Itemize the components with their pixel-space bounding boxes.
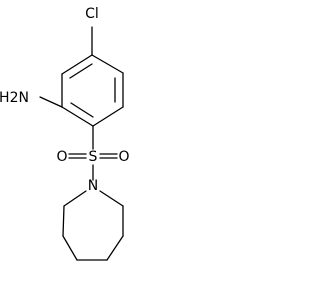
azepane-bond-2 (62, 205, 65, 237)
ring-bond-c4-c5 (92, 106, 124, 127)
ring-double-bond-bottom (70, 102, 94, 118)
oxygen-left-label: O (56, 149, 67, 165)
azepane-bond-5 (106, 235, 124, 261)
sulfur-label: S (89, 149, 98, 165)
azepane-bond-1 (63, 190, 87, 207)
ring-double-bond-top (69, 63, 93, 79)
nitrogen-label: N (88, 178, 98, 194)
amine-label: H2N (0, 90, 29, 106)
amine-bond (39, 96, 63, 108)
chemical-structure: Cl H2N S O O N (0, 0, 140, 298)
azepane-bond-3 (62, 235, 78, 261)
ring-bond-c1-c2 (61, 54, 93, 75)
chlorine-label: Cl (85, 6, 99, 22)
azepane-bond-7 (99, 190, 124, 207)
oxygen-right-label: O (118, 149, 129, 165)
ring-bond-c5-c6 (61, 106, 94, 127)
ring-bond-c2-c3 (91, 54, 124, 74)
